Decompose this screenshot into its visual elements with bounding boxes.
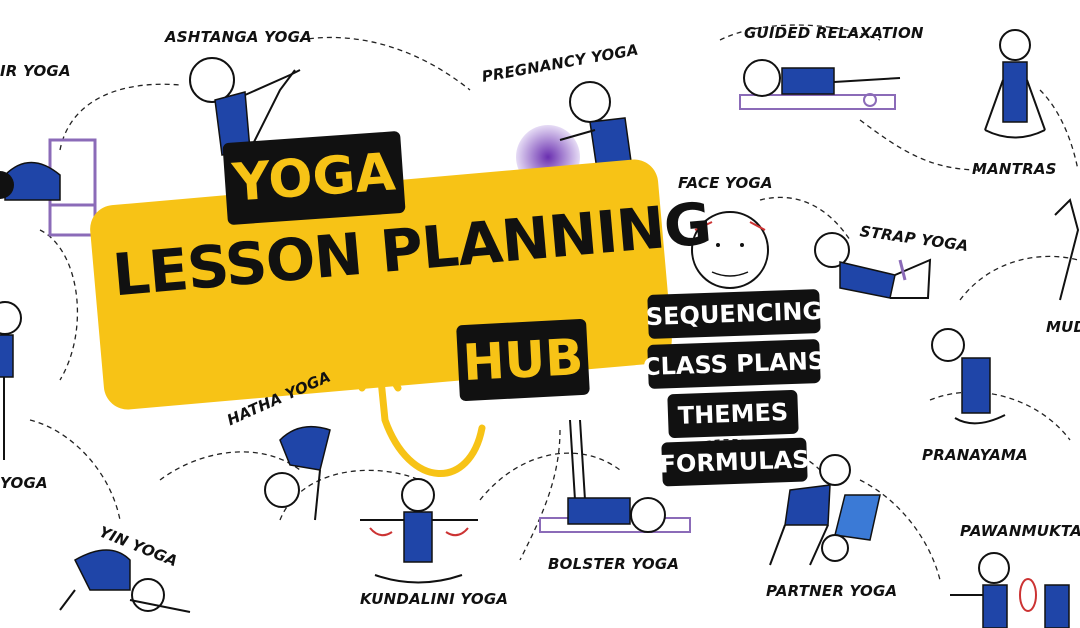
label-left-yoga: YOGA xyxy=(0,474,48,492)
label-face-yoga: FACE YOGA xyxy=(678,174,773,192)
label-mantras: MANTRAS xyxy=(972,160,1057,178)
guided-relaxation-figure xyxy=(739,59,901,110)
face-yoga-figure xyxy=(691,211,769,289)
hatha-figure xyxy=(264,425,331,521)
label-partner-yoga: PARTNER YOGA xyxy=(766,582,898,600)
feature-formulas: FORMULAS xyxy=(659,437,810,487)
label-pranayama: PRANAYAMA xyxy=(922,446,1028,464)
chair-yoga-figure xyxy=(0,138,97,237)
pawanmuktas-figure xyxy=(950,552,1070,628)
bolster-yoga-figure xyxy=(539,419,691,533)
pranayama-figure xyxy=(931,328,1006,425)
feature-class-plans: CLASS PLANS xyxy=(642,339,826,389)
standing-figure xyxy=(0,301,22,460)
ashtanga-figure xyxy=(189,57,301,156)
label-chair-yoga: IR YOGA xyxy=(0,62,71,80)
label-kundalini-yoga: KUNDALINI YOGA xyxy=(360,590,509,608)
feature-themes: THEMES xyxy=(667,389,799,439)
yin-figure xyxy=(59,549,191,613)
label-pawanmuktas: PAWANMUKTAS xyxy=(960,522,1080,540)
strap-yoga-figure xyxy=(814,232,932,299)
partner-yoga-figure xyxy=(769,454,881,566)
feature-sequencing: SEQUENCING xyxy=(645,289,823,339)
kundalini-figure xyxy=(360,478,478,584)
label-mudras: MUD xyxy=(1046,318,1080,336)
title-yoga-box: YOGA xyxy=(222,130,406,226)
mantras-figure xyxy=(984,29,1046,139)
title-hub-box: HUB xyxy=(456,318,590,402)
mudras-figure xyxy=(1054,198,1080,301)
label-guided-relaxation: GUIDED RELAXATION xyxy=(744,24,924,42)
label-bolster-yoga: BOLSTER YOGA xyxy=(548,555,680,573)
label-ashtanga-yoga: ASHTANGA YOGA xyxy=(165,28,312,46)
